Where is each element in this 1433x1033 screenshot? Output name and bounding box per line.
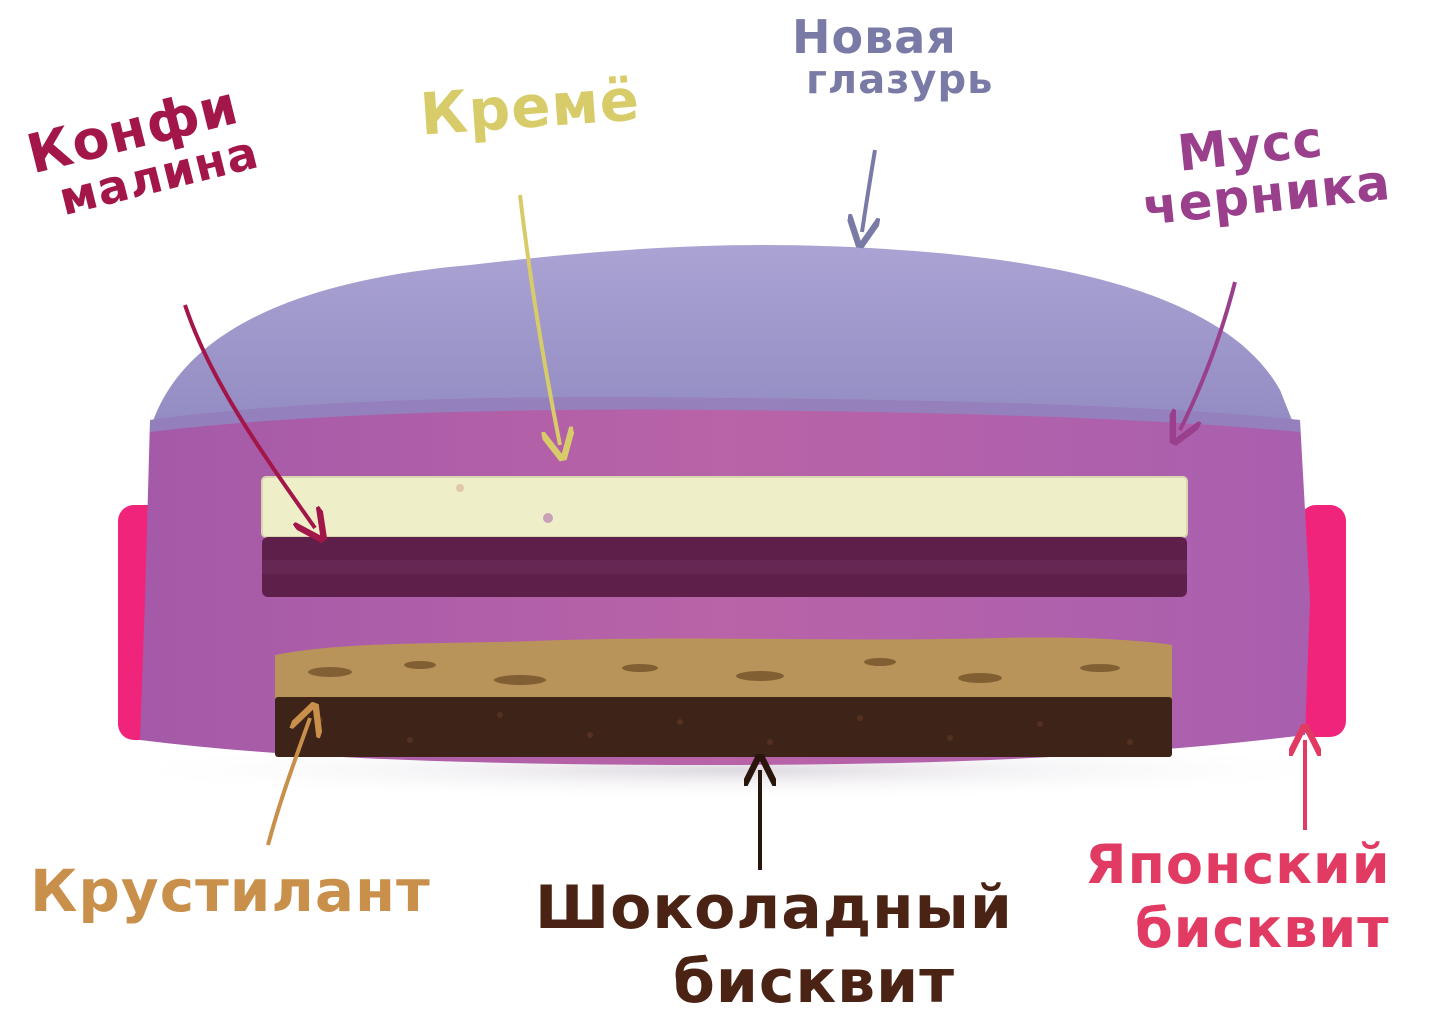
label-kreme: Кремё	[418, 70, 642, 143]
label-japan-line1: Японский	[1085, 838, 1391, 892]
label-japan-line2: бисквит	[1135, 902, 1391, 956]
label-choco-line2: бисквит	[615, 952, 1013, 1012]
label-kreme-line1: Кремё	[418, 70, 642, 143]
crustilant-layer	[275, 637, 1172, 700]
label-glazur-line2: глазурь	[806, 60, 993, 100]
label-muss-chernika: Мусс черника	[1135, 107, 1392, 232]
label-krustilant-line1: Крустилант	[30, 862, 431, 920]
label-krustilant: Крустилант	[30, 862, 431, 920]
label-choco-biskvit: Шоколадный бисквит	[535, 878, 1013, 1012]
label-glazur-line1: Новая	[792, 14, 993, 60]
label-glazur: Новая глазурь	[792, 14, 993, 100]
chocolate-sponge-layer	[275, 697, 1172, 757]
label-choco-line1: Шоколадный	[535, 878, 1013, 938]
arrow-glazur	[862, 150, 875, 232]
cream-layer	[262, 477, 1187, 537]
label-japan-biskvit: Японский бисквит	[1085, 838, 1391, 956]
